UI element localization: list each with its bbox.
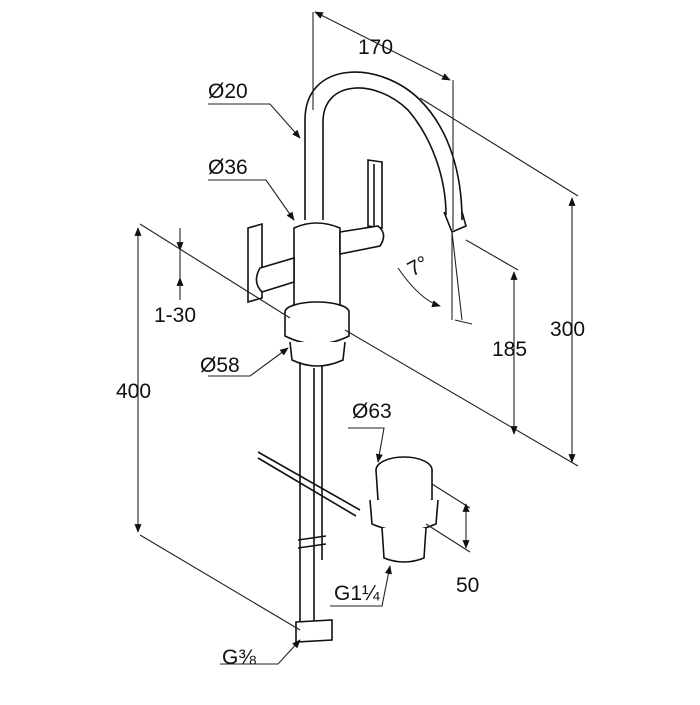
body-cylinder [293,222,341,313]
label-waste-thread: G1¼ [334,582,380,605]
leader-d20 [208,103,301,139]
faucet-drawing [247,71,467,643]
label-spout-diameter: Ø20 [208,80,248,103]
label-waste-height: 50 [456,574,479,597]
dim-185-ext-top [465,239,519,271]
label-overall-height-right: 300 [550,318,585,341]
leader-d58 [208,347,289,377]
label-base-diameter: Ø58 [200,354,240,377]
waste-nut [369,499,439,532]
spout [304,71,463,221]
dim-7deg-tick [454,319,473,325]
hose-clip [297,535,327,549]
spout-tip [443,211,467,234]
popup-rod-2 [257,457,357,517]
label-supply-thread: G⅜ [222,646,256,669]
dim-300-ext-bottom [344,329,579,467]
dim-170-line [314,11,451,81]
label-overall-height-left: 400 [116,380,151,403]
dim-300-ext-top [419,97,579,197]
dim-7deg-ang [451,231,463,321]
leader-g114 [330,565,392,607]
leader-d36 [208,179,295,221]
base-collar [289,341,346,367]
supply-connector [295,619,333,643]
waste-tailpiece [381,527,427,563]
label-spout-reach: 170 [358,36,393,59]
right-lever-arm [339,225,385,255]
label-body-diameter: Ø36 [208,156,248,179]
label-spout-angle: 7° [404,252,433,282]
left-lever-arm [255,256,295,293]
dim-50-ext-bottom [425,523,471,553]
popup-rod [257,451,361,511]
leader-g38 [220,639,301,665]
dim-7deg-arc [397,267,441,308]
base-flange [284,312,350,345]
right-lever [367,159,383,229]
dim-400-ext-bottom [139,534,301,631]
dim-400-ext-top [139,223,291,319]
dimension-lines [134,11,579,665]
dimension-labels: 170 Ø20 Ø36 1-30 Ø58 400 Ø63 185 300 7° … [116,36,585,669]
label-outlet-height: 185 [492,338,527,361]
leader-d63 [348,427,385,463]
label-deck-thickness: 1-30 [154,304,196,327]
spout-inner [322,87,447,220]
label-waste-diameter: Ø63 [352,400,392,423]
